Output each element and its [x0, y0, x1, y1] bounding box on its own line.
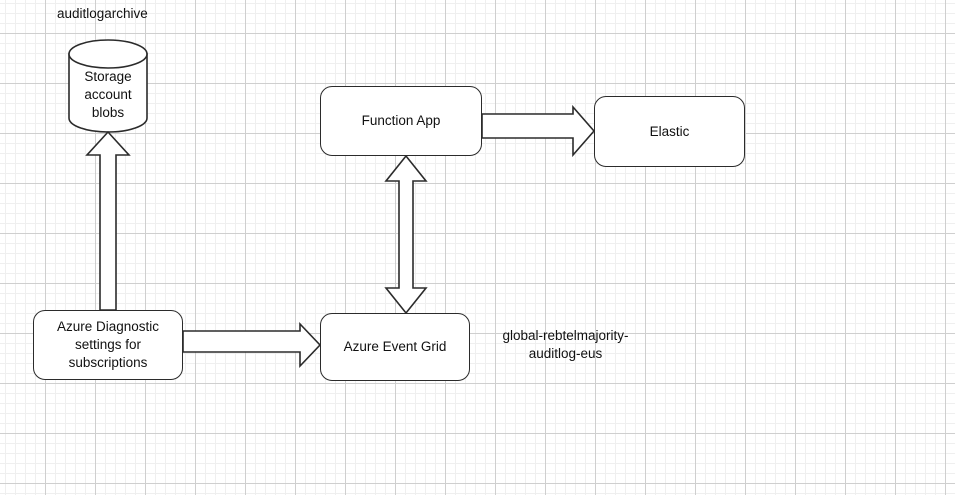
connector-diagnostic-to-event-grid[interactable]	[182, 322, 322, 368]
cylinder-body	[68, 53, 148, 133]
node-azure-diagnostic-settings-label: Azure Diagnostic settings for subscripti…	[56, 319, 160, 370]
cylinder-top	[68, 39, 148, 69]
node-function-app[interactable]: Function App	[320, 86, 482, 156]
node-storage-label: Storage account blobs	[84, 69, 132, 120]
node-azure-event-grid-label: Azure Event Grid	[343, 339, 447, 355]
connector-diagnostic-to-storage[interactable]	[85, 130, 131, 311]
label-event-grid-topic-name: global-rebtelmajority- auditlog-eus	[502, 328, 629, 361]
label-storage-account-name: auditlogarchive	[57, 6, 148, 21]
node-function-app-label: Function App	[361, 113, 441, 129]
node-elastic[interactable]: Elastic	[594, 96, 745, 167]
connector-function-app-to-elastic[interactable]	[481, 104, 596, 158]
connector-event-grid-to-function-app[interactable]	[384, 154, 428, 315]
node-azure-diagnostic-settings[interactable]: Azure Diagnostic settings for subscripti…	[33, 310, 183, 380]
node-azure-event-grid[interactable]: Azure Event Grid	[320, 313, 470, 381]
node-storage-cylinder[interactable]	[68, 39, 148, 133]
node-elastic-label: Elastic	[649, 123, 690, 139]
